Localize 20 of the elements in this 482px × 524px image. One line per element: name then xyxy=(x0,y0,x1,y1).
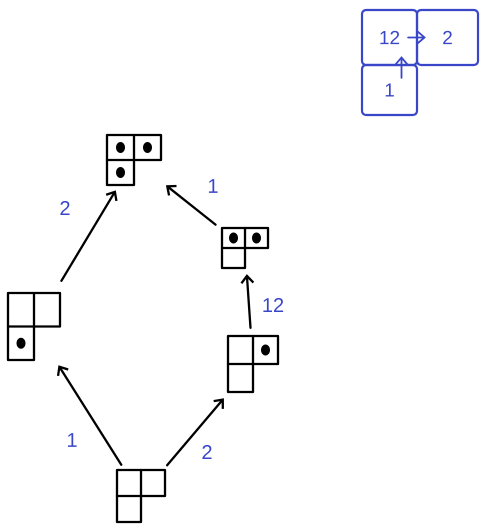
arrow xyxy=(166,184,217,226)
grid-cell: 12 xyxy=(360,8,418,66)
arrow xyxy=(407,30,426,44)
tromino-drawing xyxy=(6,292,62,362)
grid-cell: 2 xyxy=(416,8,480,66)
arrow xyxy=(240,274,254,329)
arrow xyxy=(394,56,408,79)
edge-label: 2 xyxy=(202,445,212,459)
edge-label: 2 xyxy=(60,201,70,215)
grid-cell: 1 xyxy=(360,64,418,116)
arrow xyxy=(166,398,224,466)
arrow xyxy=(56,365,122,466)
tromino-drawing xyxy=(220,226,270,270)
edge-label: 1 xyxy=(68,433,77,447)
edge-label: 1 xyxy=(208,179,218,193)
tromino-drawing xyxy=(106,134,162,186)
tromino-drawing xyxy=(226,334,280,394)
arrow xyxy=(60,190,118,282)
edge-label: 12 xyxy=(263,298,284,312)
tromino-drawing xyxy=(116,468,166,524)
